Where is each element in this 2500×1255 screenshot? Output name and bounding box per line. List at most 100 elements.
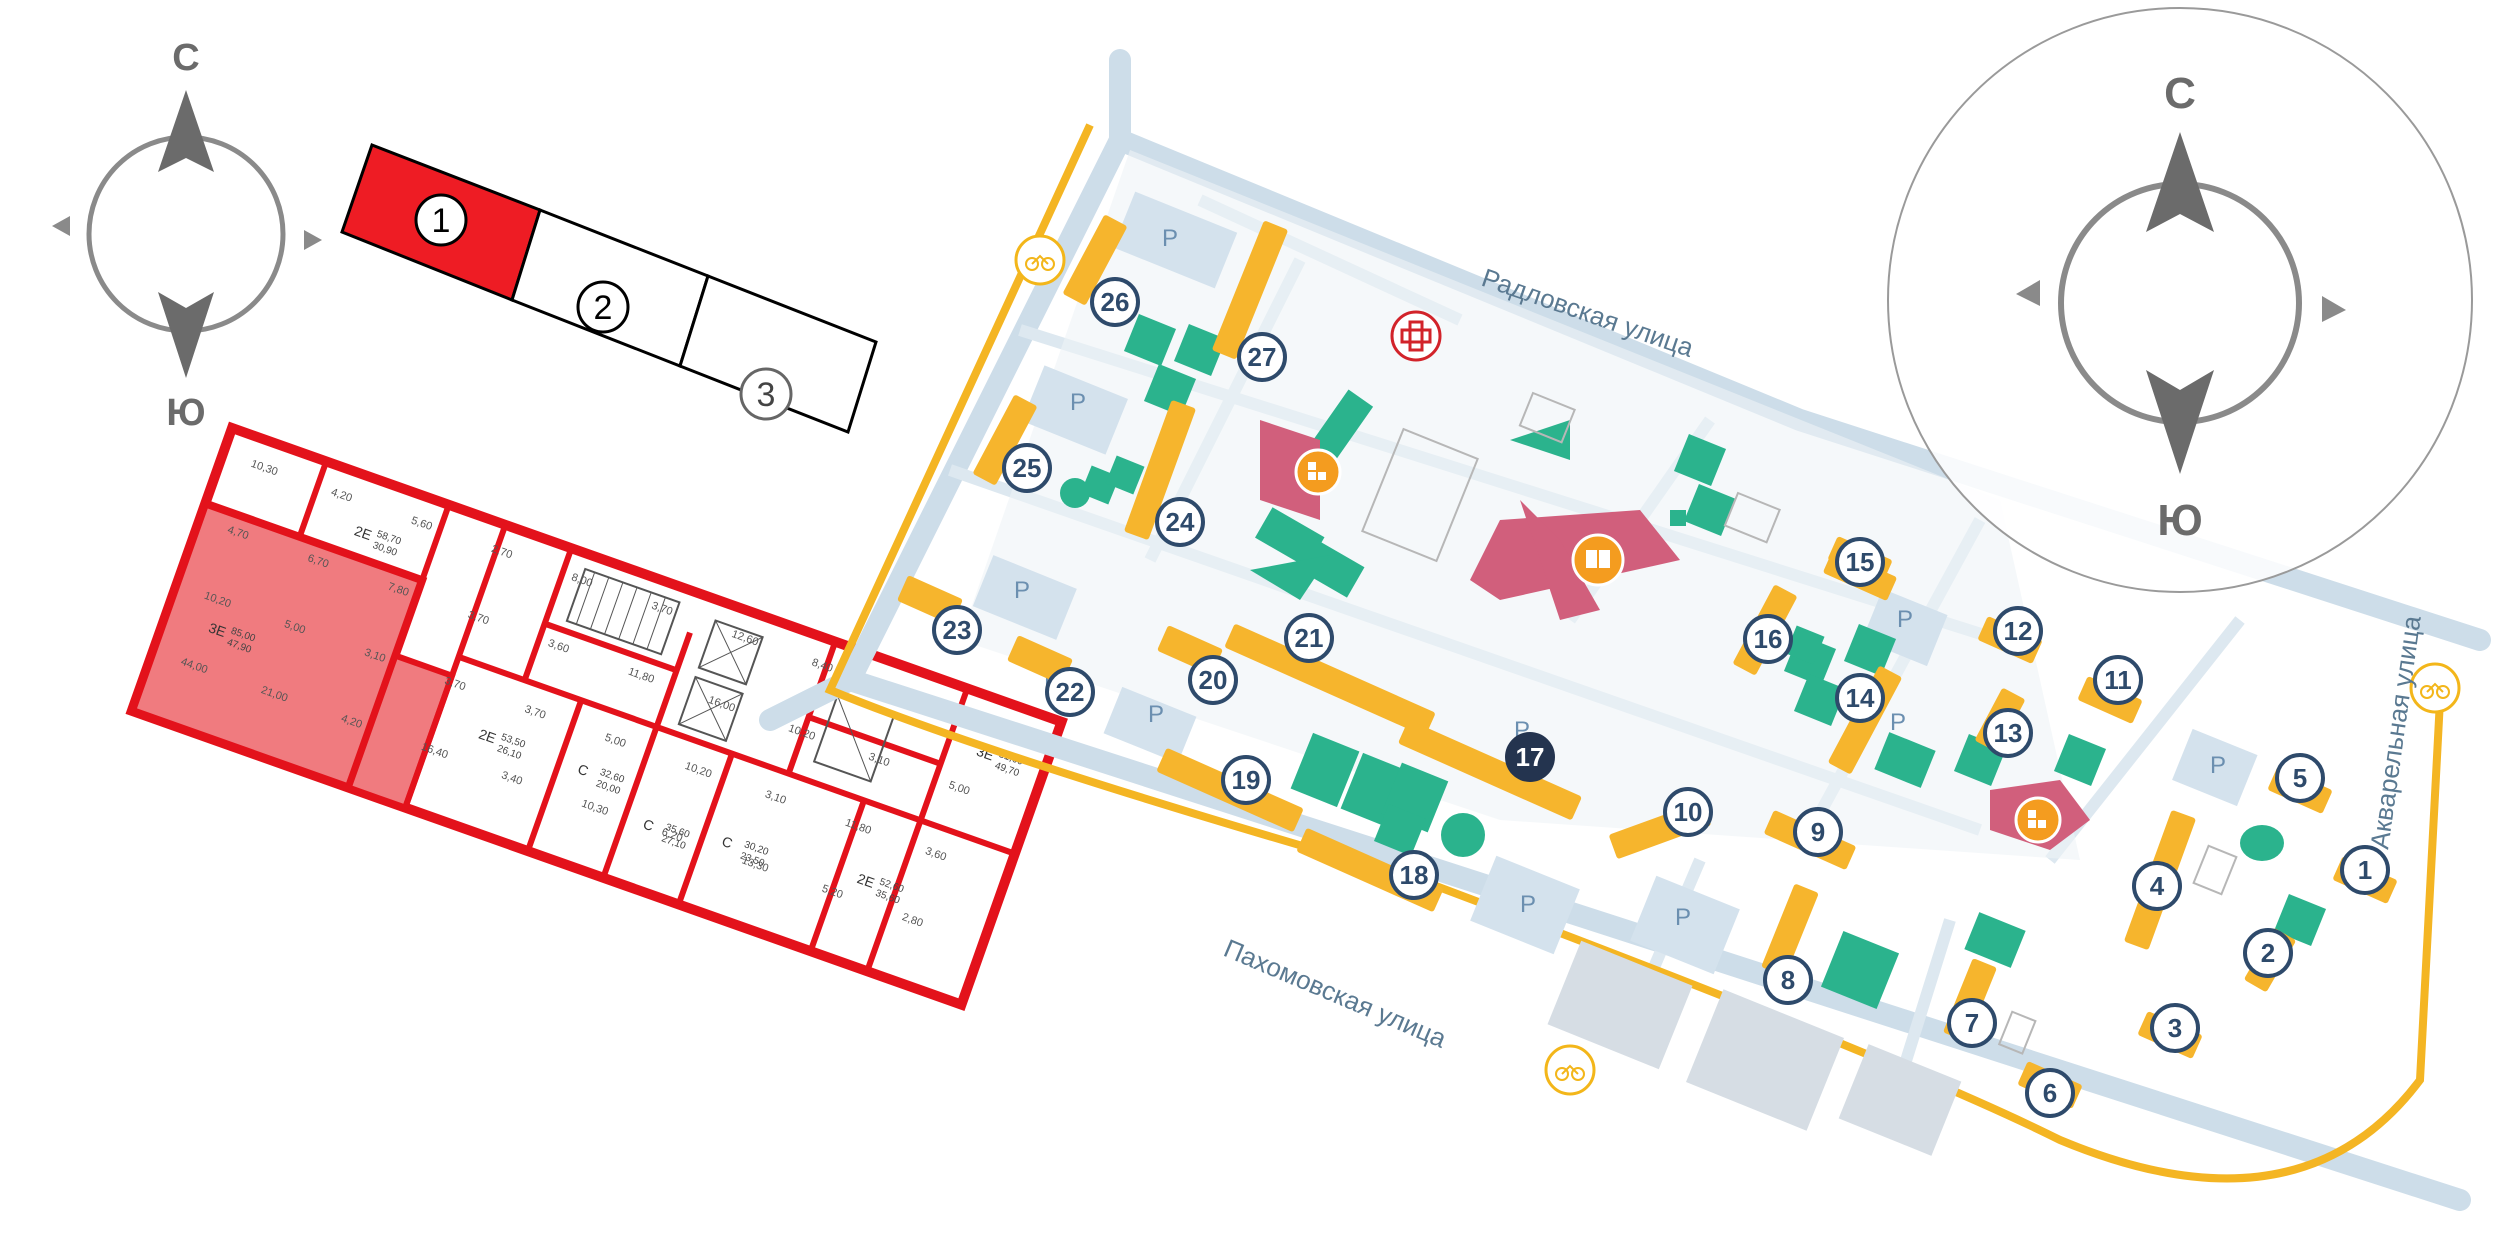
building-marker-11[interactable]: 11 (2093, 655, 2143, 705)
compass-large-south-label: Ю (2157, 496, 2202, 545)
residential-block (1225, 624, 1435, 736)
building-number: 10 (1674, 797, 1703, 827)
apartment-type: С (576, 761, 591, 779)
bicycle-icon (2409, 662, 2461, 714)
parking-label: P (2210, 752, 2226, 779)
building-marker-9[interactable]: 9 (1793, 807, 1843, 857)
building-marker-6[interactable]: 6 (2025, 1068, 2075, 1118)
building-marker-7[interactable]: 7 (1947, 998, 1997, 1048)
west-arrow-icon (52, 216, 70, 236)
building-marker-17[interactable]: 17 (1505, 732, 1555, 782)
building-number: 20 (1199, 665, 1228, 695)
building-marker-21[interactable]: 21 (1284, 613, 1334, 663)
building-marker-26[interactable]: 26 (1090, 277, 1140, 327)
building-number: 1 (2358, 855, 2372, 885)
residential-block (1212, 221, 1288, 359)
building-marker-15[interactable]: 15 (1835, 537, 1885, 587)
compass-small-north-label: С (172, 37, 199, 79)
building-marker-25[interactable]: 25 (1002, 443, 1052, 493)
east-arrow-icon (2322, 296, 2346, 322)
building-number: 5 (2293, 763, 2307, 793)
building-number: 2 (2261, 938, 2275, 968)
residential-block (1063, 215, 1127, 305)
building-marker-8[interactable]: 8 (1763, 955, 1813, 1005)
green-areas (1060, 313, 2327, 1010)
building-number: 14 (1846, 683, 1875, 713)
building-marker-23[interactable]: 23 (932, 605, 982, 655)
building-number: 27 (1248, 342, 1277, 372)
school-icon[interactable] (1571, 533, 1625, 587)
section-3-label: 3 (757, 376, 776, 414)
building-number: 11 (2104, 665, 2132, 695)
building-marker-1[interactable]: 1 (2340, 845, 2390, 895)
hospital-cross-icon[interactable] (1390, 310, 1442, 362)
site-map: PPPPPPPPPPP (759, 49, 2491, 1211)
parking-label: P (1675, 904, 1691, 931)
apartment-type: 2Е (855, 870, 876, 891)
building-marker-24[interactable]: 24 (1155, 497, 1205, 547)
building-marker-27[interactable]: 27 (1237, 332, 1287, 382)
stair-core (565, 567, 896, 783)
building-number: 9 (1811, 817, 1825, 847)
south-arrow-icon (2146, 370, 2214, 474)
apartment-type: С (720, 833, 735, 851)
section-2-label: 2 (594, 289, 613, 327)
building-number: 25 (1013, 453, 1042, 483)
apartment-type: 2Е (477, 726, 498, 747)
building-number: 12 (2004, 616, 2033, 646)
south-arrow-icon (158, 292, 214, 378)
building-number: 18 (1400, 860, 1429, 890)
building-marker-3[interactable]: 3 (2150, 1003, 2200, 1053)
north-arrow-icon (2146, 132, 2214, 232)
apartment-type: 2Е (352, 522, 373, 543)
building-number: 16 (1754, 624, 1783, 654)
building-number: 7 (1965, 1008, 1979, 1038)
building-marker-4[interactable]: 4 (2132, 861, 2182, 911)
parking-label: P (1520, 891, 1536, 918)
parking-label: P (1014, 577, 1030, 604)
parking-label: P (1148, 701, 1164, 728)
building-number: 26 (1101, 287, 1130, 317)
north-arrow-icon (158, 90, 214, 172)
building-number: 8 (1781, 965, 1795, 995)
section-selector: 1 2 3 (340, 143, 878, 434)
building-marker-14[interactable]: 14 (1835, 673, 1885, 723)
compass-large-north-label: С (2164, 69, 2196, 118)
bicycle-icon (1544, 1044, 1596, 1096)
compass-small-south-label: Ю (166, 392, 205, 434)
parking-label: P (1897, 606, 1913, 633)
parking-label: P (1070, 389, 1086, 416)
building-number: 6 (2043, 1078, 2057, 1108)
bicycle-icon (1014, 234, 1066, 286)
street-pakhomovskaya: Пахомовская улица (1220, 933, 1452, 1054)
lot-blocks (1547, 940, 1962, 1156)
building-marker-13[interactable]: 13 (1983, 708, 2033, 758)
residential-block (973, 395, 1037, 485)
building-marker-10[interactable]: 10 (1663, 787, 1713, 837)
building-marker-19[interactable]: 19 (1221, 755, 1271, 805)
building-marker-22[interactable]: 22 (1045, 667, 1095, 717)
kindergarten-icon[interactable] (1294, 448, 1342, 496)
building-marker-18[interactable]: 18 (1389, 850, 1439, 900)
building-number: 13 (1994, 718, 2023, 748)
building-number: 3 (2168, 1013, 2182, 1043)
building-marker-12[interactable]: 12 (1993, 606, 2043, 656)
building-number: 24 (1166, 507, 1195, 537)
kindergarten-icon[interactable] (2014, 796, 2062, 844)
parking-areas (972, 191, 2258, 975)
building-number: 15 (1846, 547, 1875, 577)
building-marker-20[interactable]: 20 (1188, 655, 1238, 705)
building-number: 19 (1232, 765, 1261, 795)
apartment-type: С (641, 816, 656, 834)
building-marker-2[interactable]: 2 (2243, 928, 2293, 978)
building-marker-16[interactable]: 16 (1743, 614, 1793, 664)
section-1-label: 1 (432, 202, 451, 240)
building-marker-5[interactable]: 5 (2275, 753, 2325, 803)
compass-small: С Ю (52, 37, 322, 434)
building-number: 21 (1295, 623, 1324, 653)
section-3[interactable] (678, 274, 878, 434)
